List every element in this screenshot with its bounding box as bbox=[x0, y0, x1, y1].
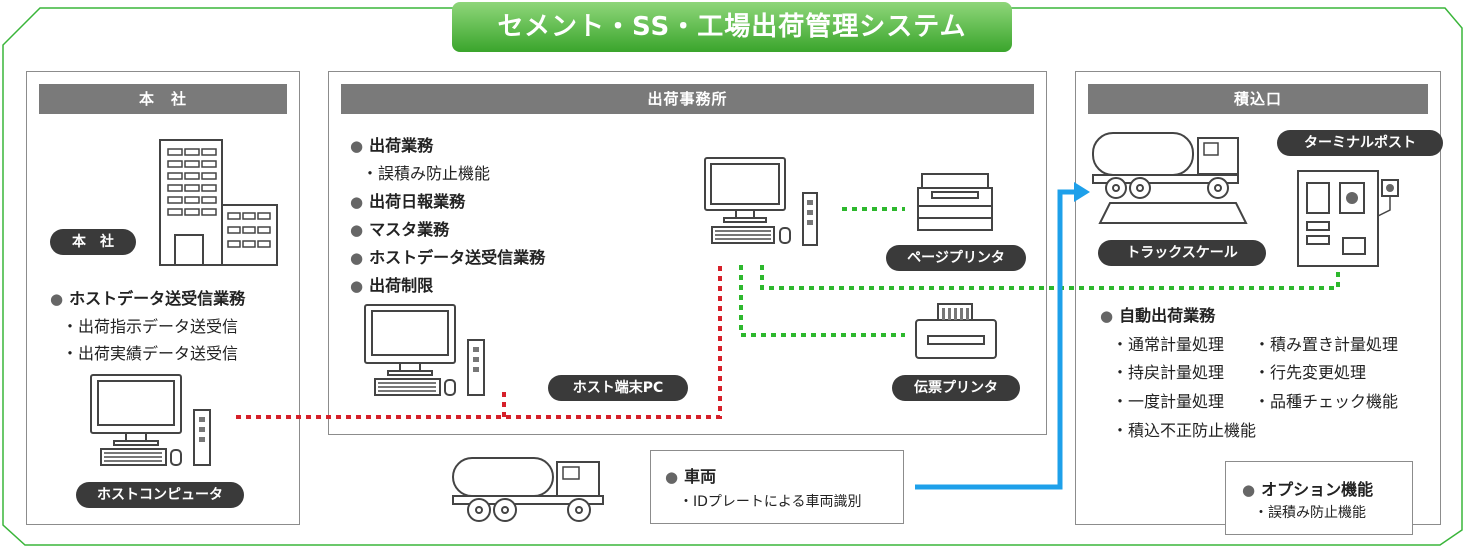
auto-item: 持戻計量処理 bbox=[1112, 359, 1224, 383]
auto-item: 行先変更処理 bbox=[1254, 359, 1366, 383]
slip-printer-icon bbox=[915, 303, 997, 359]
shipping-office-header: 出荷事務所 bbox=[341, 84, 1034, 114]
office-building-icon bbox=[159, 139, 278, 266]
truck-scale-label: トラックスケール bbox=[1098, 240, 1266, 266]
hq-task-title: ホストデータ送受信業務 bbox=[50, 285, 245, 309]
host-computer-label: ホストコンピュータ bbox=[76, 482, 244, 508]
office-pc-icon bbox=[704, 157, 818, 246]
hq-task-item: 出荷実績データ送受信 bbox=[62, 340, 238, 364]
system-title: セメント・SS・工場出荷管理システム bbox=[452, 2, 1012, 52]
option-title: オプション機能 bbox=[1242, 476, 1373, 500]
tanker-truck-icon bbox=[452, 457, 604, 522]
headquarters-header: 本 社 bbox=[39, 84, 287, 114]
host-terminal-pc-icon bbox=[364, 304, 485, 396]
office-task-shipping: 出荷業務 bbox=[350, 132, 433, 156]
option-box: オプション機能 誤積み防止機能 bbox=[1225, 461, 1413, 535]
auto-item: 品種チェック機能 bbox=[1254, 388, 1398, 412]
option-item: 誤積み防止機能 bbox=[1254, 502, 1366, 522]
host-computer-icon bbox=[90, 374, 211, 466]
vehicle-box: 車両 IDプレートによる車両識別 bbox=[650, 450, 904, 524]
host-terminal-pc-label: ホスト端末PC bbox=[548, 375, 688, 401]
vehicle-title: 車両 bbox=[665, 463, 716, 487]
auto-shipping-title: 自動出荷業務 bbox=[1100, 302, 1215, 326]
auto-item: 積み置き計量処理 bbox=[1254, 331, 1398, 355]
auto-item: 一度計量処理 bbox=[1112, 388, 1224, 412]
vehicle-sub: IDプレートによる車両識別 bbox=[679, 491, 862, 511]
office-task-host-data: ホストデータ送受信業務 bbox=[350, 244, 545, 268]
truck-scale-icon bbox=[1092, 132, 1248, 224]
page-printer-label: ページプリンタ bbox=[886, 245, 1026, 271]
terminal-post-icon bbox=[1297, 170, 1399, 267]
terminal-post-label: ターミナルポスト bbox=[1277, 130, 1443, 156]
office-task-daily-report: 出荷日報業務 bbox=[350, 188, 465, 212]
office-task-master: マスタ業務 bbox=[350, 216, 449, 240]
building-label: 本 社 bbox=[50, 229, 136, 255]
hq-task-item: 出荷指示データ送受信 bbox=[62, 313, 238, 337]
loading-bay-header: 積込口 bbox=[1088, 84, 1428, 114]
slip-printer-label: 伝票プリンタ bbox=[892, 375, 1020, 401]
auto-item: 通常計量処理 bbox=[1112, 331, 1224, 355]
page-printer-icon bbox=[917, 173, 993, 231]
office-task-sub: 誤積み防止機能 bbox=[362, 160, 490, 184]
auto-item: 積込不正防止機能 bbox=[1112, 417, 1256, 441]
office-task-limit: 出荷制限 bbox=[350, 272, 433, 296]
